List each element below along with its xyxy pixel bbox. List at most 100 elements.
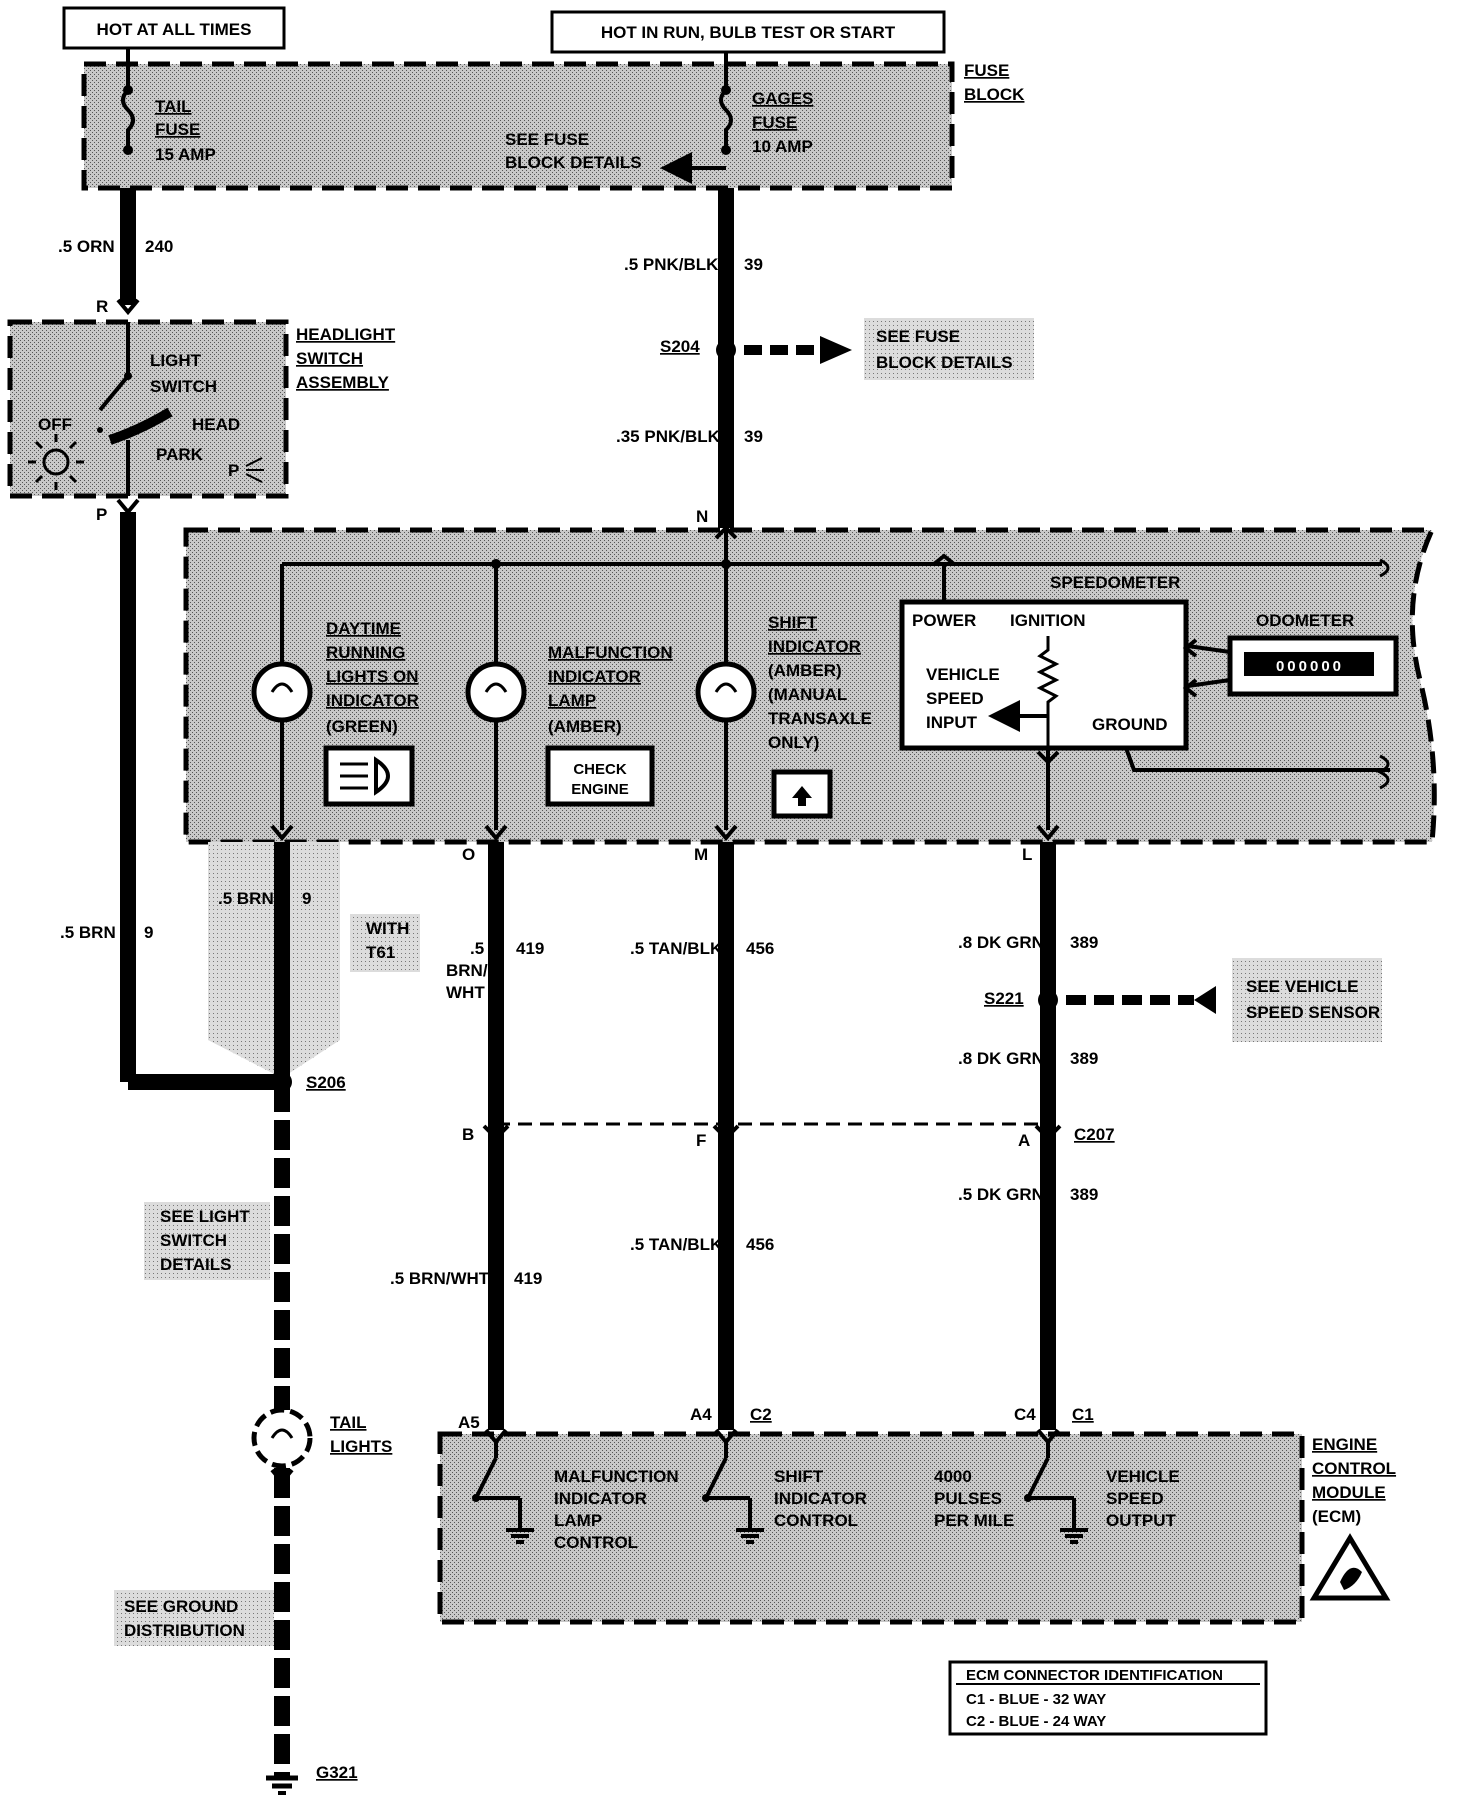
svg-text:MODULE: MODULE	[1312, 1483, 1386, 1502]
svg-text:.5 BRN: .5 BRN	[60, 923, 116, 942]
svg-text:LIGHTS ON: LIGHTS ON	[326, 667, 419, 686]
svg-text:389: 389	[1070, 1185, 1098, 1204]
svg-text:S206: S206	[306, 1073, 346, 1092]
mil-bulb-icon	[465, 661, 527, 723]
svg-text:(ECM): (ECM)	[1312, 1507, 1361, 1526]
svg-text:BRN/: BRN/	[446, 961, 488, 980]
svg-text:M: M	[694, 845, 708, 864]
svg-text:INPUT: INPUT	[926, 713, 978, 732]
svg-text:39: 39	[744, 427, 763, 446]
svg-text:SEE FUSE: SEE FUSE	[876, 327, 960, 346]
svg-text:BLOCK DETAILS: BLOCK DETAILS	[876, 353, 1013, 372]
svg-text:456: 456	[746, 1235, 774, 1254]
splice-s221: S221 SEE VEHICLE SPEED SENSOR	[984, 958, 1382, 1042]
svg-text:419: 419	[516, 939, 544, 958]
svg-text:INDICATOR: INDICATOR	[326, 691, 419, 710]
svg-text:.5 DK GRN: .5 DK GRN	[958, 1185, 1044, 1204]
svg-text:A: A	[1018, 1131, 1030, 1150]
upshift-arrow-icon	[771, 769, 833, 819]
svg-text:.35 PNK/BLK: .35 PNK/BLK	[616, 427, 721, 446]
svg-text:OUTPUT: OUTPUT	[1106, 1511, 1177, 1530]
svg-text:RUNNING: RUNNING	[326, 643, 405, 662]
svg-text:S221: S221	[984, 989, 1024, 1008]
svg-text:ENGINE: ENGINE	[1312, 1435, 1377, 1454]
svg-text:P: P	[228, 461, 239, 480]
svg-text:DISTRIBUTION: DISTRIBUTION	[124, 1621, 245, 1640]
svg-text:HOT AT ALL TIMES: HOT AT ALL TIMES	[97, 20, 252, 39]
svg-text:C1: C1	[1072, 1405, 1094, 1424]
svg-text:.5 ORN: .5 ORN	[58, 237, 115, 256]
svg-text:TAIL: TAIL	[330, 1413, 367, 1432]
svg-text:HEAD: HEAD	[192, 415, 240, 434]
svg-text:INDICATOR: INDICATOR	[548, 667, 641, 686]
hot-at-all-times-box: HOT AT ALL TIMES	[62, 6, 286, 50]
svg-text:PULSES: PULSES	[934, 1489, 1002, 1508]
svg-text:FUSE: FUSE	[752, 113, 797, 132]
svg-text:CONTROL: CONTROL	[554, 1533, 638, 1552]
odometer-box: 000000	[1227, 635, 1399, 697]
svg-text:240: 240	[145, 237, 173, 256]
svg-text:TAIL: TAIL	[155, 97, 192, 116]
fuse-block: FUSE BLOCK TAIL FUSE 15 AMP GAGES FUSE 1…	[81, 48, 1025, 191]
check-engine-symbol: CHECK ENGINE	[545, 745, 655, 807]
svg-text:(AMBER): (AMBER)	[548, 717, 622, 736]
svg-text:N: N	[696, 507, 708, 526]
svg-text:SEE VEHICLE: SEE VEHICLE	[1246, 977, 1358, 996]
svg-text:CONTROL: CONTROL	[1312, 1459, 1396, 1478]
svg-text:SPEED: SPEED	[1106, 1489, 1164, 1508]
svg-text:HEADLIGHT: HEADLIGHT	[296, 325, 396, 344]
svg-text:4000: 4000	[934, 1467, 972, 1486]
svg-text:HOT IN RUN, BULB TEST OR START: HOT IN RUN, BULB TEST OR START	[601, 23, 896, 42]
ground-g321-icon	[266, 1775, 298, 1795]
svg-text:(MANUAL: (MANUAL	[768, 685, 847, 704]
svg-text:MALFUNCTION: MALFUNCTION	[548, 643, 673, 662]
svg-text:389: 389	[1070, 933, 1098, 952]
svg-text:419: 419	[514, 1269, 542, 1288]
svg-text:SEE GROUND: SEE GROUND	[124, 1597, 238, 1616]
svg-text:POWER: POWER	[912, 611, 976, 630]
svg-text:9: 9	[144, 923, 153, 942]
svg-text:(AMBER): (AMBER)	[768, 661, 842, 680]
ecm-ground-icon	[506, 1528, 534, 1544]
svg-text:DETAILS: DETAILS	[160, 1255, 231, 1274]
svg-text:BLOCK DETAILS: BLOCK DETAILS	[505, 153, 642, 172]
svg-text:T61: T61	[366, 943, 395, 962]
svg-text:O: O	[462, 845, 475, 864]
svg-text:IGNITION: IGNITION	[1010, 611, 1086, 630]
svg-text:GAGES: GAGES	[752, 89, 813, 108]
svg-text:SEE LIGHT: SEE LIGHT	[160, 1207, 250, 1226]
svg-text:C2: C2	[750, 1405, 772, 1424]
svg-text:.8 DK GRN: .8 DK GRN	[958, 1049, 1044, 1068]
svg-text:SWITCH: SWITCH	[160, 1231, 227, 1250]
park-lamp-icon	[245, 457, 264, 483]
svg-text:A4: A4	[690, 1405, 712, 1424]
instrument-cluster: DAYTIME RUNNING LIGHTS ON INDICATOR (GRE…	[183, 525, 1437, 845]
svg-text:9: 9	[302, 889, 311, 908]
headlamp-symbol-icon	[323, 745, 415, 807]
svg-text:A5: A5	[458, 1413, 480, 1432]
svg-text:S204: S204	[660, 337, 700, 356]
svg-text:C1 - BLUE - 32 WAY: C1 - BLUE - 32 WAY	[966, 1691, 1106, 1708]
svg-text:LAMP: LAMP	[554, 1511, 602, 1530]
esd-warning-icon	[1309, 1533, 1391, 1601]
svg-text:.8 DK GRN: .8 DK GRN	[958, 933, 1044, 952]
svg-text:MALFUNCTION: MALFUNCTION	[554, 1467, 679, 1486]
svg-text:TRANSAXLE: TRANSAXLE	[768, 709, 872, 728]
svg-text:DAYTIME: DAYTIME	[326, 619, 401, 638]
svg-text:INDICATOR: INDICATOR	[774, 1489, 867, 1508]
svg-text:.5 TAN/BLK: .5 TAN/BLK	[630, 1235, 723, 1254]
svg-text:GROUND: GROUND	[1092, 715, 1168, 734]
svg-text:B: B	[462, 1125, 474, 1144]
svg-text:456: 456	[746, 939, 774, 958]
svg-text:L: L	[1022, 845, 1032, 864]
svg-text:SWITCH: SWITCH	[296, 349, 363, 368]
svg-text:ASSEMBLY: ASSEMBLY	[296, 373, 390, 392]
drl-indicator-bulb-icon	[251, 661, 313, 723]
svg-text:SHIFT: SHIFT	[768, 613, 818, 632]
headlight-switch-assembly: HEADLIGHT SWITCH ASSEMBLY LIGHT SWITCH O…	[7, 319, 396, 499]
sun-lamp-icon	[28, 434, 84, 490]
svg-text:P: P	[96, 505, 107, 524]
svg-text:389: 389	[1070, 1049, 1098, 1068]
svg-text:15 AMP: 15 AMP	[155, 145, 216, 164]
